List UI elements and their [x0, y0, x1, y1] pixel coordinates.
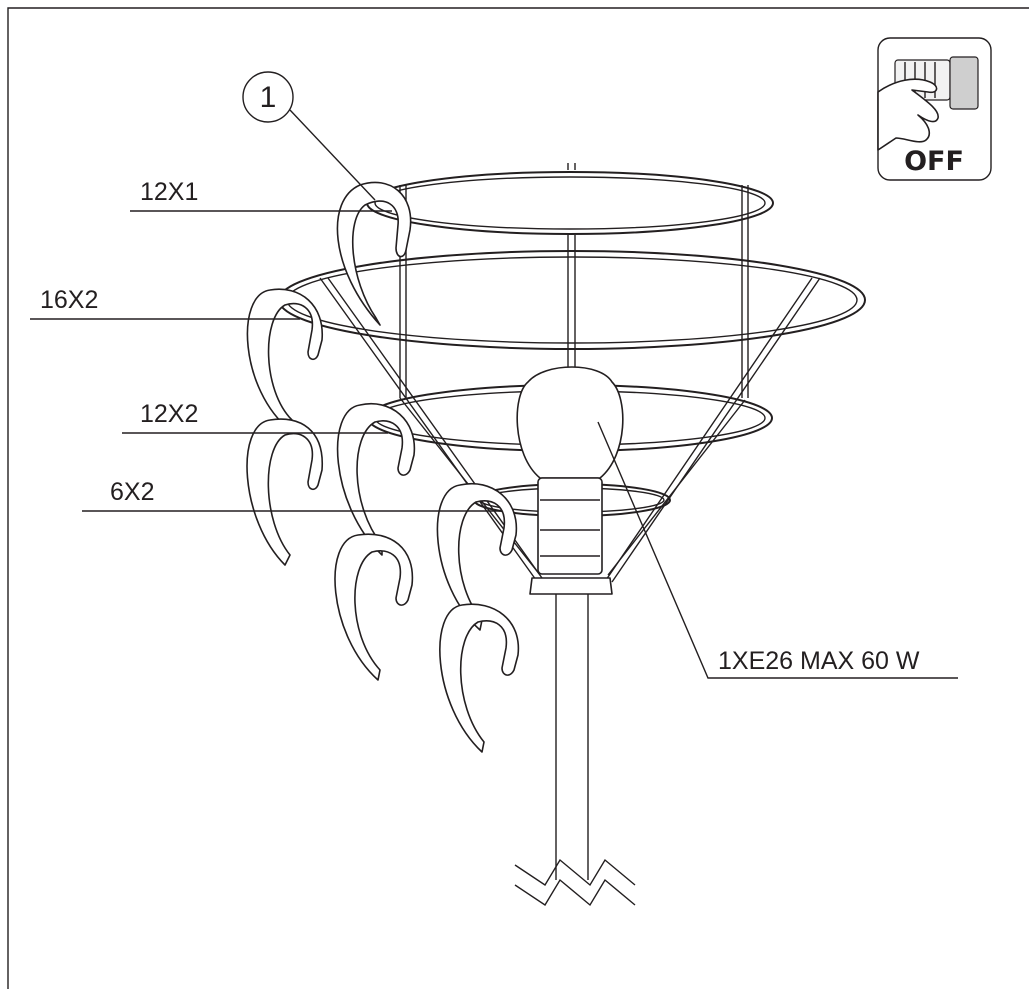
lamp-stem [555, 594, 589, 880]
glass-arms [246, 181, 520, 753]
part-marker-circle [242, 71, 294, 123]
hand-icon [877, 78, 939, 151]
power-off-icon: OFF [877, 37, 992, 181]
glass-arm-lower-middle [334, 533, 414, 681]
stem-break-mark-top [514, 858, 636, 887]
socket-ring [529, 577, 613, 595]
page-border [7, 7, 1029, 989]
bulb-socket [537, 477, 603, 575]
label-bulb-spec: 1XE26 MAX 60 W [718, 647, 920, 675]
label-16x2: 16X2 [40, 286, 98, 314]
callouts: 12X1 16X2 12X2 6X2 1XE26 MAX 60 W [30, 178, 958, 679]
part-marker-number: 1 [260, 81, 277, 114]
power-off-label: OFF [904, 146, 964, 177]
bulb [516, 366, 624, 479]
part-marker: 1 [242, 71, 376, 201]
label-12x2: 12X2 [140, 400, 198, 428]
bulb-assembly [514, 366, 636, 907]
label-12x1: 12X1 [140, 178, 198, 206]
stem-break-mark-bottom [514, 878, 636, 907]
part-marker-leader [289, 109, 376, 201]
glass-arm-left-middle [246, 418, 323, 566]
glass-arm-bottom [439, 603, 520, 753]
frame-ring-top [366, 171, 774, 235]
label-6x2: 6X2 [110, 478, 154, 506]
glass-arm-middle [336, 402, 416, 556]
leader-bulb-spec [597, 421, 958, 679]
glass-arm-right-upper [436, 482, 518, 631]
glass-arm-upper-left [246, 288, 323, 431]
frame-ring-wide [278, 250, 866, 350]
